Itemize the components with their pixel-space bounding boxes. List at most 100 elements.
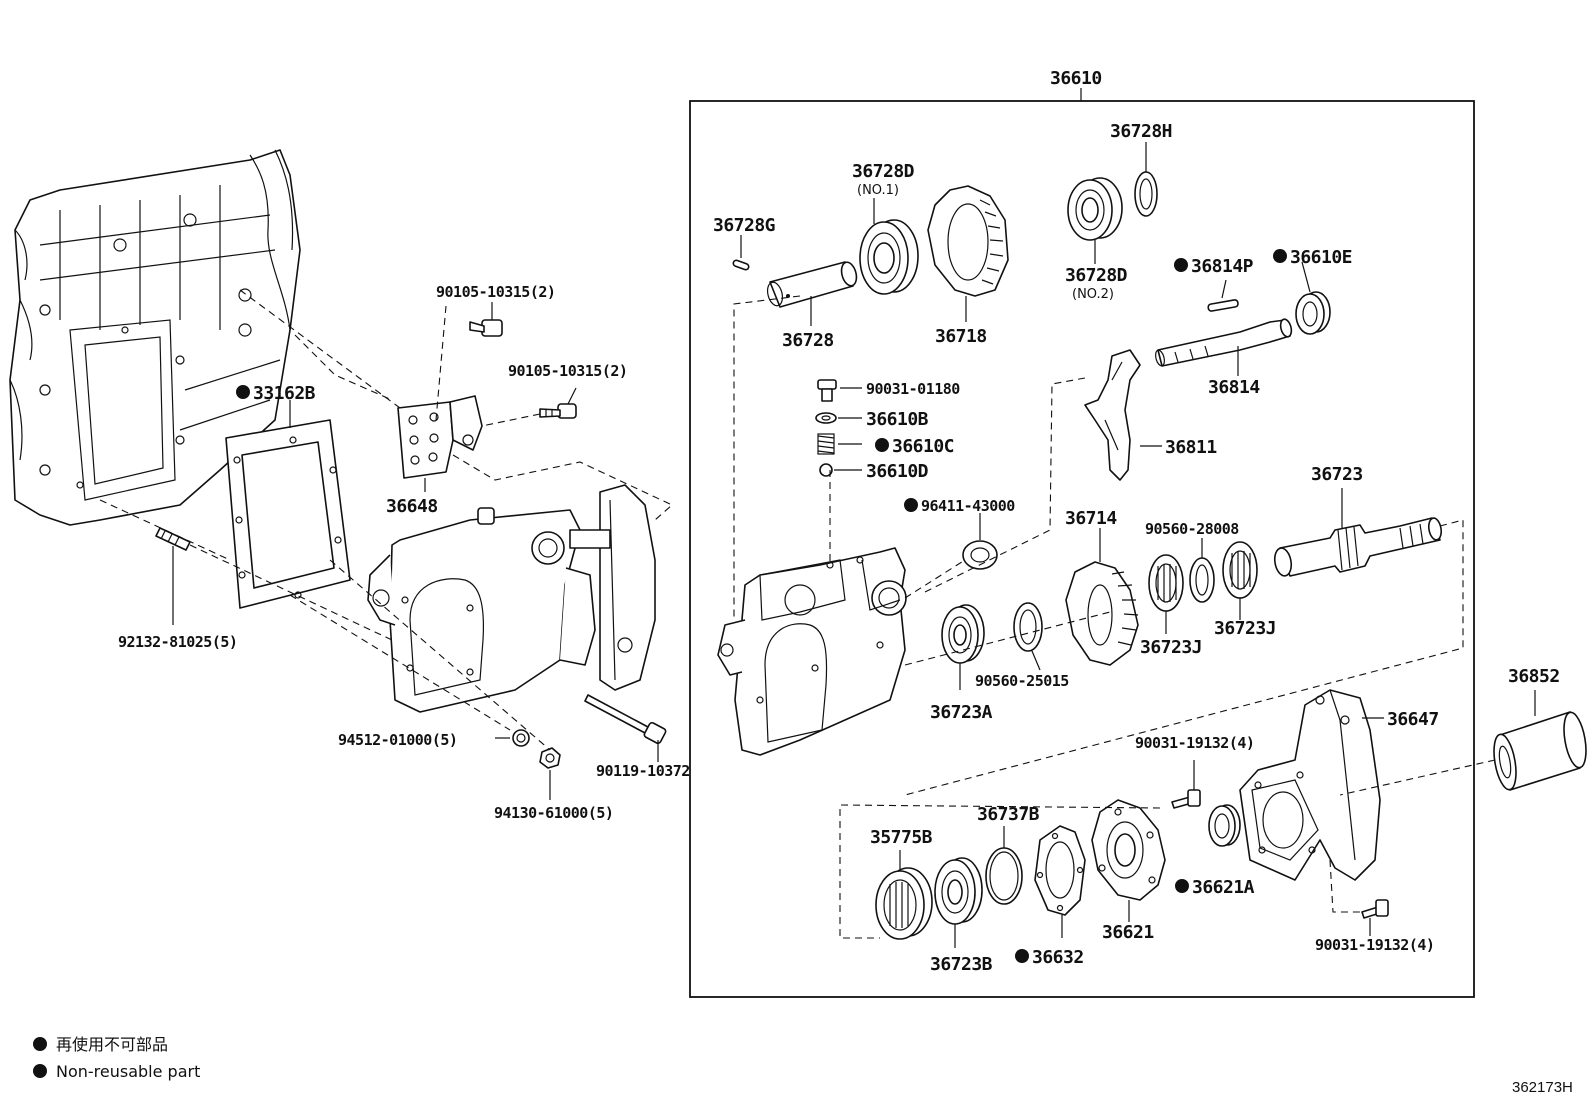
label-36723: 36723 (1311, 464, 1363, 485)
housing-left (367, 484, 656, 713)
needle-bearing-36723J-2 (1222, 541, 1258, 620)
stud-bolt (155, 527, 191, 625)
bolt-90105-b (539, 387, 577, 419)
label-36610E: 36610E (1290, 247, 1352, 268)
bolt-90031-19132-a (1171, 760, 1201, 809)
shaft-36814 (1155, 318, 1293, 376)
roller-bearing-35775B (875, 850, 933, 940)
label-36728D-1: 36728D (852, 161, 915, 182)
nonreusable-marker (1174, 258, 1188, 272)
gear-36718 (927, 185, 1009, 322)
label-94512-01000: 94512-01000(5) (338, 731, 457, 749)
label-36647: 36647 (1387, 709, 1439, 730)
label-36610B: 36610B (866, 409, 929, 430)
pin-36814P (1207, 279, 1239, 312)
oring-36737B (985, 826, 1023, 905)
ring-90560-28008 (1189, 538, 1215, 603)
label-90031-19132-a: 90031-19132(4) (1135, 734, 1254, 752)
label-36621A: 36621A (1192, 877, 1255, 898)
legend-text-en: Non-reusable part (56, 1062, 200, 1081)
spring-36610C (817, 433, 862, 455)
label-90031-01180: 90031-01180 (866, 380, 960, 398)
housing-right (717, 547, 907, 756)
bolt-90119 (584, 694, 667, 762)
label-90031-19132-b: 90031-19132(4) (1315, 936, 1434, 954)
bearing-36728D-no2 (1067, 177, 1123, 264)
label-36728D-2-note: (NO.2) (1072, 287, 1114, 302)
label-35775B: 35775B (870, 827, 933, 848)
pin-36728G (732, 235, 750, 271)
nonreusable-marker (1273, 249, 1287, 263)
nonreusable-marker (904, 498, 918, 512)
nonreusable-marker (875, 438, 889, 452)
sleeve-36852 (1493, 690, 1587, 791)
label-36723J-1: 36723J (1140, 637, 1202, 658)
label-90105-10315-a: 90105-10315(2) (436, 283, 555, 301)
bearing-36723B (934, 857, 983, 948)
label-36728G: 36728G (713, 215, 775, 236)
label-96411-43000: 96411-43000 (921, 497, 1015, 515)
label-94130-61000: 94130-61000(5) (494, 804, 613, 822)
label-36648: 36648 (386, 496, 438, 517)
nonreusable-marker (236, 385, 250, 399)
label-36610D: 36610D (866, 461, 929, 482)
gear-36714 (1065, 528, 1139, 666)
label-36728: 36728 (782, 330, 834, 351)
nonreusable-marker (1175, 879, 1189, 893)
label-36723A: 36723A (930, 702, 993, 723)
bolt-90105-a (469, 302, 503, 337)
label-36718: 36718 (935, 326, 987, 347)
bolt-90031-01180 (817, 379, 862, 402)
needle-bearing-36723J-1 (1148, 554, 1184, 634)
label-92132-81025: 92132-81025(5) (118, 633, 237, 651)
transmission-case (9, 149, 301, 526)
fork-36811 (1084, 349, 1162, 481)
label-36723J-2: 36723J (1214, 618, 1276, 639)
legend-dot-en (33, 1064, 47, 1078)
label-36723B: 36723B (930, 954, 993, 975)
label-90560-25015: 90560-25015 (975, 672, 1069, 690)
label-36728D-2: 36728D (1065, 265, 1128, 286)
label-33162B: 33162B (253, 383, 316, 404)
retainer-36621 (1091, 799, 1166, 922)
snap-ring-90560-25015 (1013, 602, 1043, 671)
label-36621: 36621 (1102, 922, 1154, 943)
main-part-number: 36610 (1050, 68, 1102, 89)
label-90119-10372: 90119-10372 (596, 762, 690, 780)
ball-36610D (819, 463, 862, 477)
legend-dot-jp (33, 1037, 47, 1051)
housing-36647 (1239, 689, 1384, 881)
label-36852: 36852 (1508, 666, 1560, 687)
bracket-36648 (397, 395, 483, 492)
seal-96411 (962, 513, 998, 570)
shim-36728H (1134, 142, 1158, 217)
label-36610C: 36610C (892, 436, 954, 457)
label-36811: 36811 (1165, 437, 1217, 458)
washer-94512 (495, 729, 530, 747)
label-90560-28008: 90560-28008 (1145, 520, 1239, 538)
label-36728D-1-note: (NO.1) (857, 183, 899, 198)
assembly-frame (689, 100, 1475, 998)
gasket-33162B (225, 400, 351, 609)
seal-36621A (1208, 804, 1241, 847)
shaft-36728 (766, 261, 858, 326)
reference-code: 362173H (1512, 1079, 1573, 1096)
label-36737B: 36737B (977, 804, 1040, 825)
bearing-36723A (941, 604, 985, 690)
label-36814P: 36814P (1191, 256, 1254, 277)
nonreusable-marker (1015, 949, 1029, 963)
washer-36610B (815, 412, 862, 424)
label-90105-10315-b: 90105-10315(2) (508, 362, 627, 380)
nut-94130 (539, 747, 561, 800)
seal-36610E (1295, 261, 1331, 335)
label-36814: 36814 (1208, 377, 1260, 398)
bearing-36728D-no1 (859, 198, 919, 295)
shaft-36723 (1273, 488, 1443, 577)
bolt-90031-19132-b (1361, 899, 1389, 936)
label-36714: 36714 (1065, 508, 1117, 529)
label-36632: 36632 (1032, 947, 1084, 968)
label-36728H: 36728H (1110, 121, 1172, 142)
legend-text-jp: 再使用不可部品 (56, 1035, 168, 1054)
gasket-36632 (1034, 825, 1086, 938)
